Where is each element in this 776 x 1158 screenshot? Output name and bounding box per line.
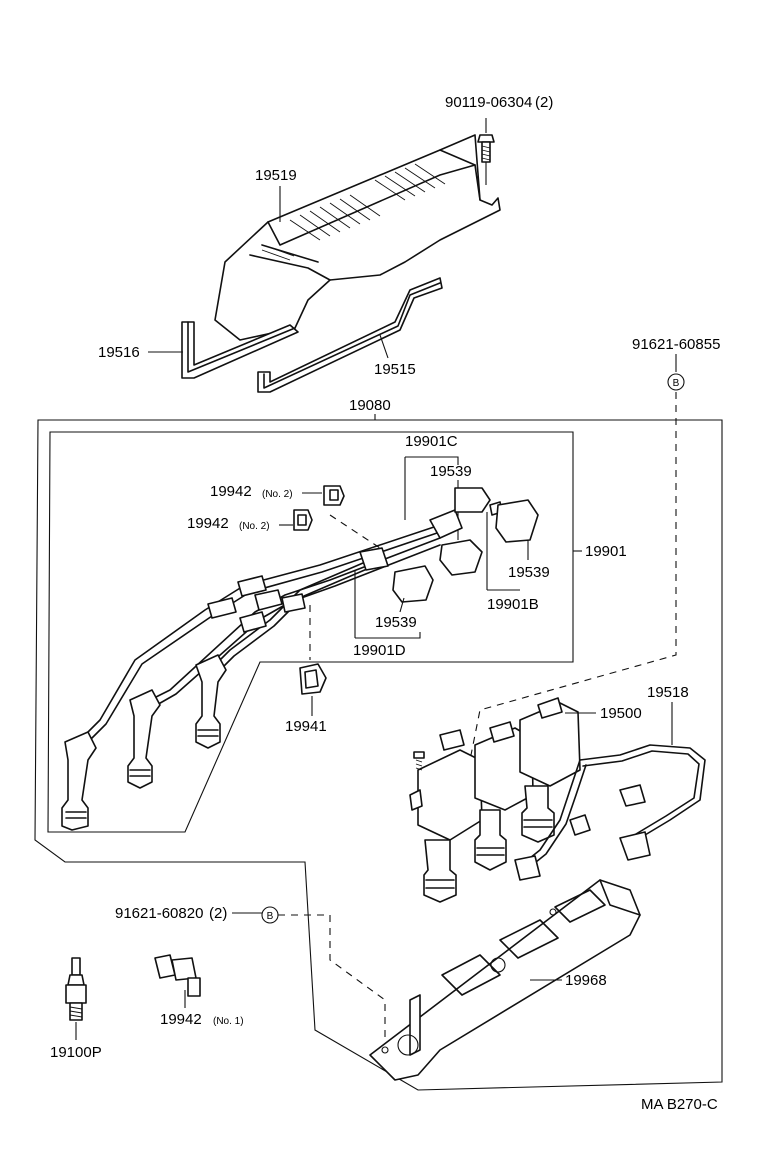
bracket-19968 [369, 879, 641, 1081]
label-no1-tag: (No. 1) [213, 1016, 244, 1027]
engine-cover-19519 [214, 134, 501, 341]
label-wire-sub-d: 19901D [353, 642, 406, 659]
plug-cap-1 [61, 731, 97, 831]
plug-cap-2 [127, 689, 161, 789]
label-gasket-right: 19515 [374, 361, 416, 378]
label-clamp-19941: 19941 [285, 718, 327, 735]
boot-b [495, 499, 539, 543]
label-clamp-no1: 19942 [160, 1011, 202, 1028]
label-coil: 19500 [600, 705, 642, 722]
label-boot-b: 19539 [508, 564, 550, 581]
label-wire-sub-c: 19901C [405, 433, 458, 450]
label-bolt-b-bottom: 91621-60820 [115, 905, 203, 922]
ignition-coil-1 [409, 729, 483, 903]
spark-plug [65, 957, 87, 1021]
label-coil-harness: 19518 [647, 684, 689, 701]
svg-text:B: B [673, 378, 680, 389]
terminal-c [429, 487, 491, 539]
label-wire-sub-b: 19901B [487, 596, 539, 613]
label-cover: 19519 [255, 167, 297, 184]
label-clamp-no2-a: 19942 [210, 483, 252, 500]
ignition-coil-3 [519, 697, 581, 843]
clamp-no2-b [293, 509, 313, 531]
label-boot-a: 19539 [430, 463, 472, 480]
label-bolt-cover: 90119-06304 [445, 94, 532, 111]
gasket-19516 [181, 321, 299, 379]
clamp-no2-a [323, 485, 345, 506]
label-gasket-left: 19516 [98, 344, 140, 361]
boot-d [392, 565, 434, 603]
ref-code: MA B270-C [641, 1096, 718, 1113]
boot-c [439, 539, 483, 576]
label-boot-c: 19539 [375, 614, 417, 631]
bolt-90119-06304 [477, 118, 495, 185]
coil-screw [413, 751, 425, 771]
label-wire-assy: 19901 [585, 543, 627, 560]
label-clamp-no2-b: 19942 [187, 515, 229, 532]
ignition-coil-2 [474, 721, 534, 871]
label-no2-tag-a: (No. 2) [262, 489, 293, 500]
clamp-no1 [154, 954, 201, 997]
label-bolt-cover-qty: (2) [535, 94, 553, 111]
label-bolt-b-top: 91621-60855 [632, 336, 720, 353]
marker-b-bottom: B [261, 906, 279, 924]
label-spark-plug: 19100P [50, 1044, 102, 1061]
terminal-d [359, 547, 389, 571]
label-wire-set: 19080 [349, 397, 391, 414]
label-no2-tag-b: (No. 2) [239, 521, 270, 532]
plug-cap-3 [195, 654, 227, 749]
svg-text:B: B [267, 911, 274, 922]
label-bolt-b-bottom-qty: (2) [209, 905, 227, 922]
label-bracket: 19968 [565, 972, 607, 989]
wire-sleeves [207, 575, 306, 633]
marker-b-top: B [667, 373, 685, 391]
gasket-19515 [257, 277, 443, 393]
coil-harness-19518 [514, 744, 706, 881]
clamp-19941 [299, 663, 327, 695]
